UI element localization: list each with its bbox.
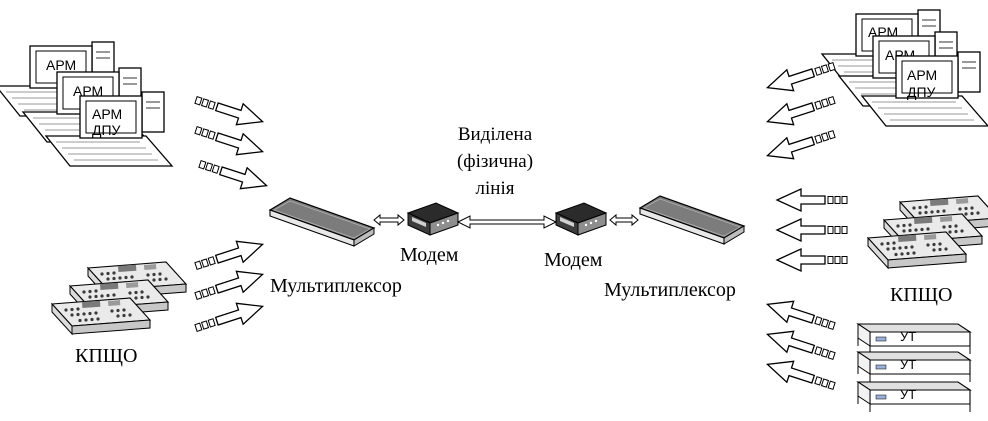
arrow-arm-2-to-mux xyxy=(191,118,267,163)
arrow-mux-to-arm-1 xyxy=(763,54,839,99)
arrow-mux-to-ut-3 xyxy=(763,353,839,398)
right-screen-label-front-1: АРМ xyxy=(907,67,937,83)
ut-terminal-label-1: УТ xyxy=(900,329,916,344)
ut-terminal-label-3: УТ xyxy=(900,387,916,402)
arrow-mux-to-kpsho-2 xyxy=(776,218,848,242)
ut-terminal-label-2: УТ xyxy=(900,357,916,372)
arrow-mux-to-ut-2 xyxy=(763,323,839,368)
left-kpsho-group xyxy=(51,261,187,335)
right-kpsho-group xyxy=(867,195,988,269)
mux-modem-link-left xyxy=(373,213,405,227)
right-multiplexer xyxy=(639,195,745,245)
left-kpsho-panel-3 xyxy=(51,297,151,335)
arrow-arm-3-to-mux xyxy=(195,152,271,197)
left-arrow-group xyxy=(191,88,271,340)
arrow-mux-to-arm-2 xyxy=(763,88,839,133)
left-screen-label-front-2: ДПУ xyxy=(92,122,121,138)
left-modem xyxy=(407,202,459,236)
left-screen-label-back: АРМ xyxy=(46,57,76,73)
left-workstation-group: АРМ АРМ АРМ ДПУ xyxy=(0,41,173,167)
left-multiplexer xyxy=(269,197,375,247)
arrow-mux-to-arm-3 xyxy=(763,122,839,167)
right-kpsho-label: КПЩО xyxy=(890,284,953,306)
dedicated-line-label-3: лінія xyxy=(475,178,515,199)
right-modem xyxy=(555,202,607,236)
dedicated-line-label-1: Виділена xyxy=(457,124,533,145)
dedicated-line-label-2: (фізична) xyxy=(456,151,534,172)
dedicated-line-link xyxy=(456,215,558,229)
left-screen-label-front-1: АРМ xyxy=(92,106,122,122)
arrow-arm-1-to-mux xyxy=(191,88,267,133)
ut-terminal-group: УТ УТ УТ xyxy=(857,323,971,413)
right-kpsho-panel-3 xyxy=(867,231,967,269)
arrow-mux-to-kpsho-1 xyxy=(776,188,848,212)
arrow-mux-to-kpsho-3 xyxy=(776,248,848,272)
right-modem-label: Модем xyxy=(544,249,603,271)
right-screen-label-front-2: ДПУ xyxy=(907,84,936,100)
right-arrow-group xyxy=(763,54,848,398)
arrow-mux-to-ut-1 xyxy=(763,293,839,338)
left-kpsho-label: КПЩО xyxy=(75,345,138,367)
right-workstation-group: АРМ АРМ АРМ ДПУ xyxy=(821,9,988,127)
left-multiplexer-label: Мультиплексор xyxy=(270,275,402,297)
arrow-kpsho-1-to-mux xyxy=(191,233,267,278)
arrow-kpsho-2-to-mux xyxy=(191,263,267,308)
right-multiplexer-label: Мультиплексор xyxy=(604,279,736,301)
mux-modem-link-right xyxy=(609,213,639,227)
left-screen-label-middle: АРМ xyxy=(73,83,103,99)
arrow-kpsho-3-to-mux xyxy=(191,295,267,340)
left-modem-label: Модем xyxy=(400,244,459,266)
